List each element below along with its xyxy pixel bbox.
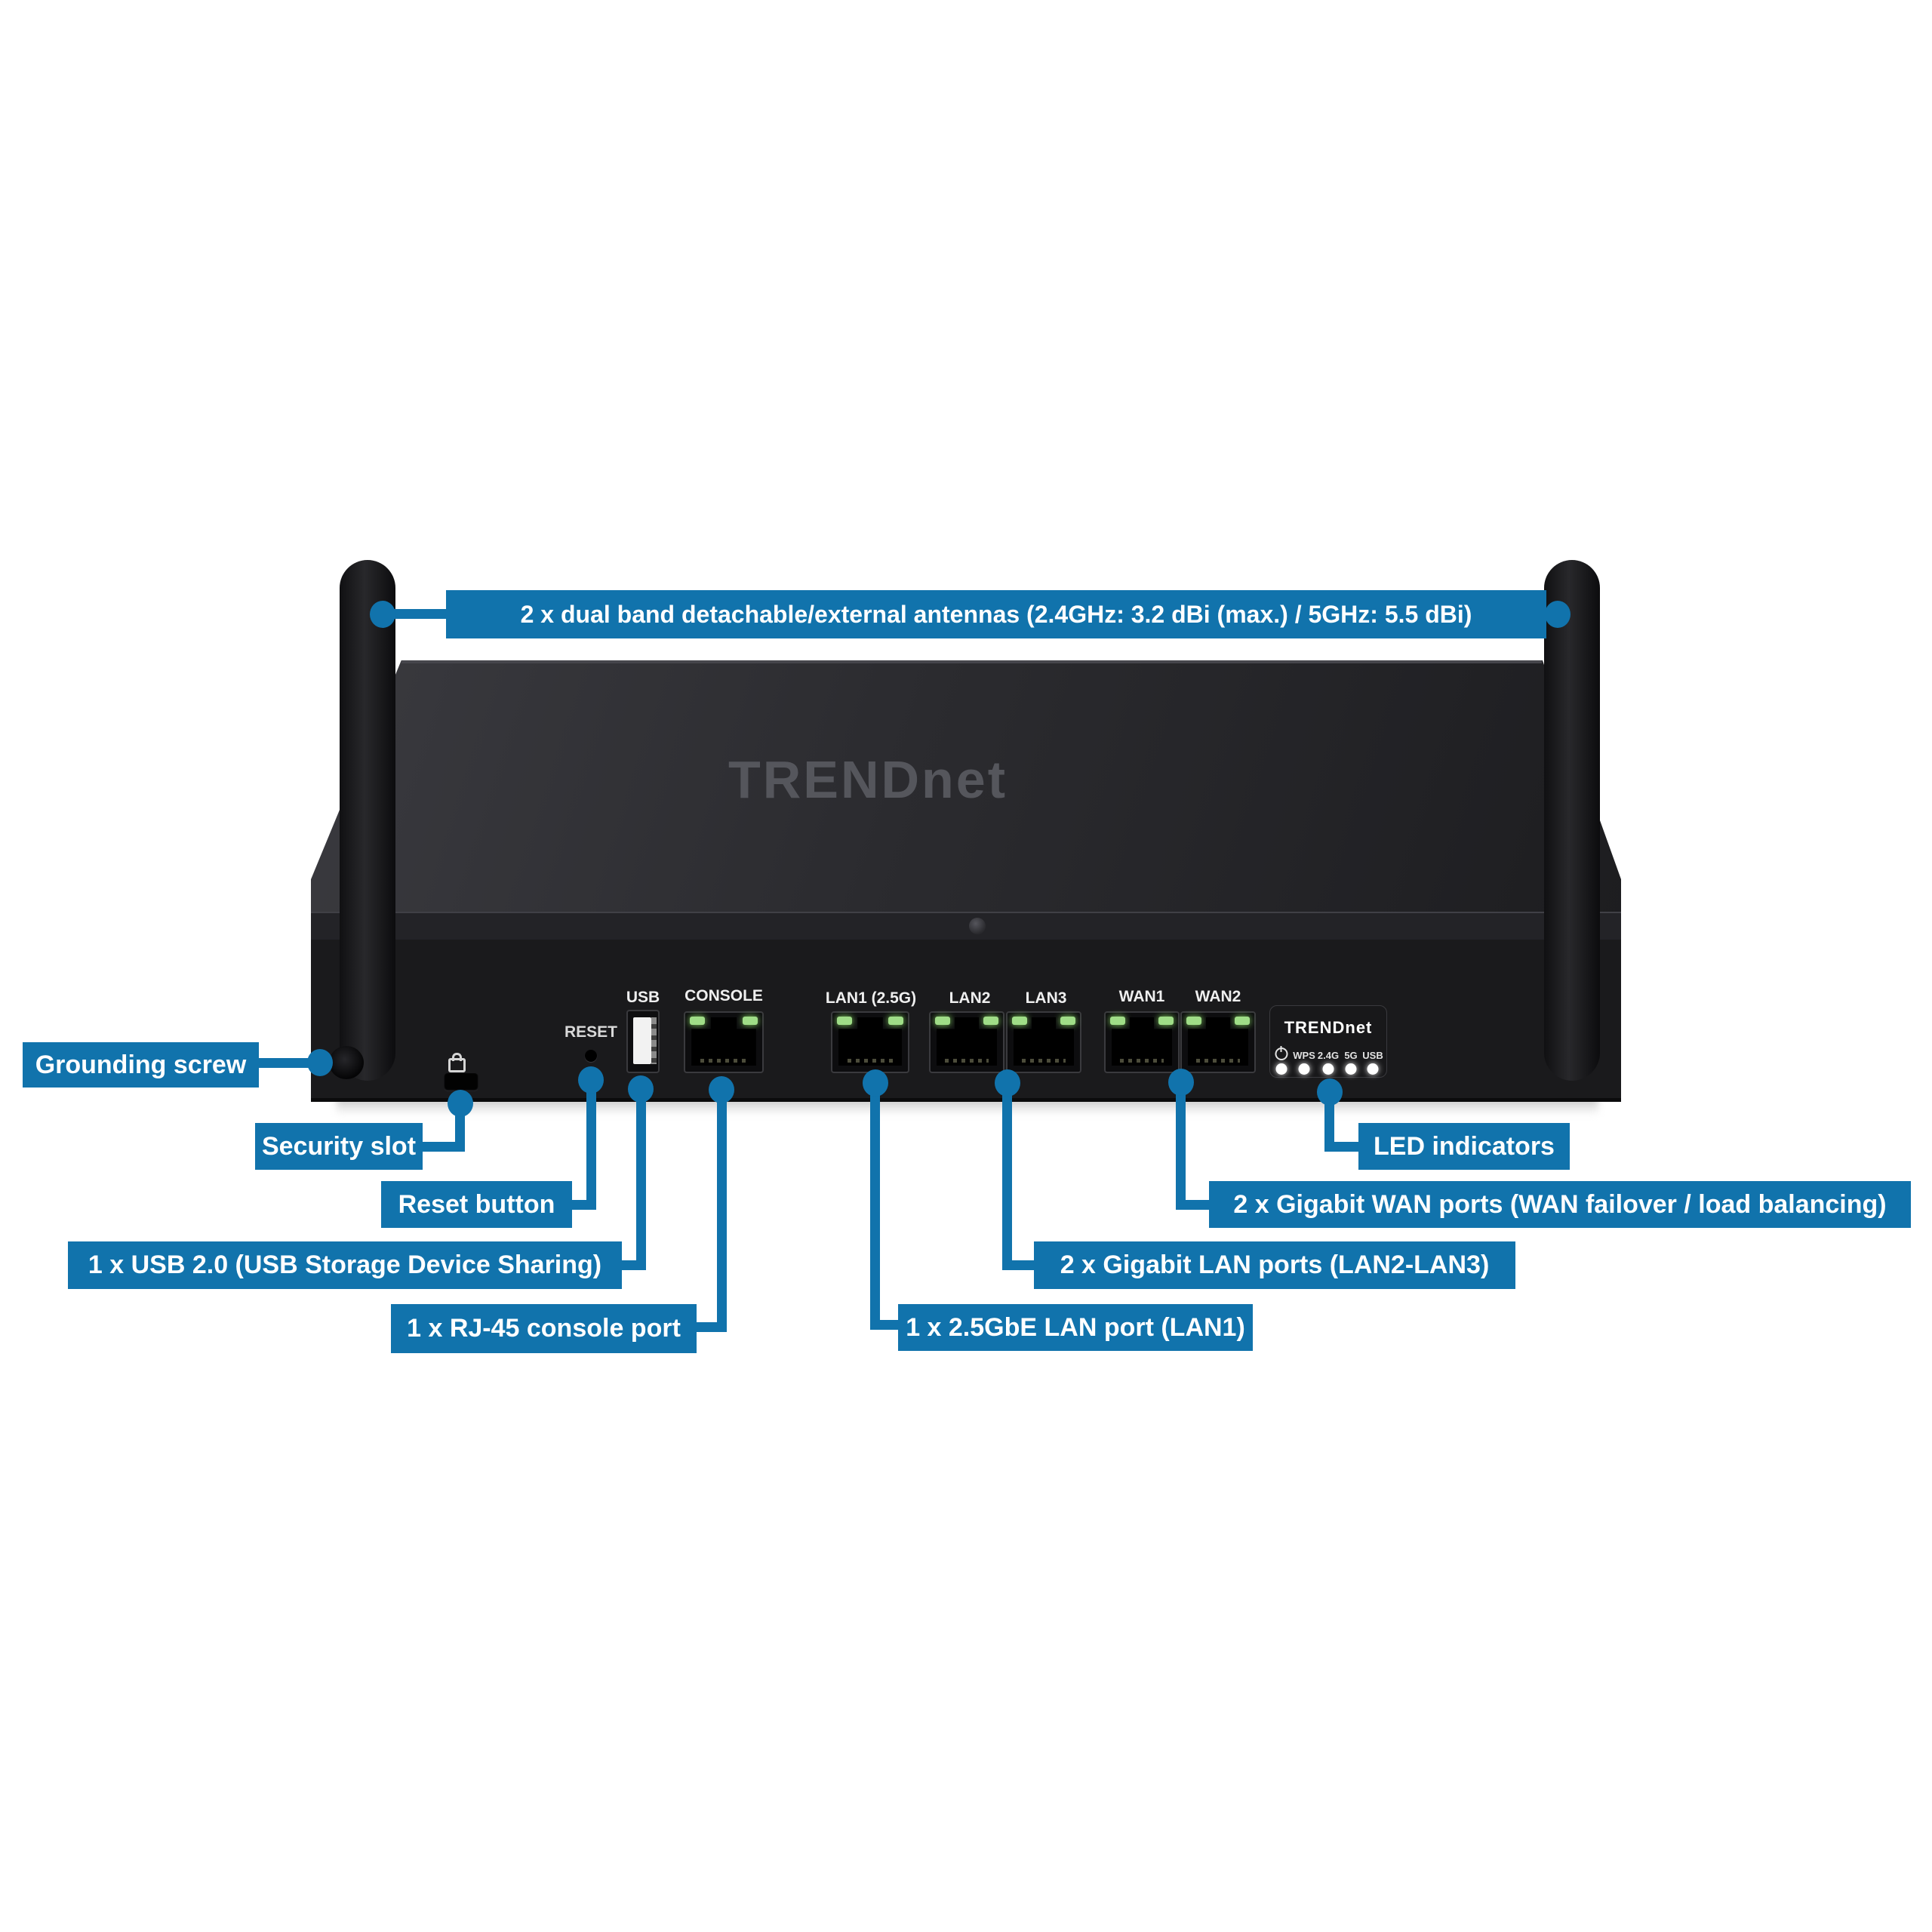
antenna-callout: 2 x dual band detachable/external antenn…	[446, 590, 1546, 638]
router-top-edge	[401, 660, 1542, 663]
callout-led-indicators: LED indicators	[1358, 1123, 1570, 1170]
lan1-label: LAN1 (2.5G)	[825, 989, 917, 1007]
led-stem-h	[1328, 1142, 1358, 1152]
reset-label: RESET	[564, 1023, 618, 1041]
wan-dot	[1168, 1069, 1194, 1096]
link-led-icon	[837, 1017, 852, 1025]
grounding-dot	[307, 1049, 333, 1076]
right-antenna	[1544, 560, 1600, 1081]
brand-logo: TRENDnet	[728, 750, 1008, 809]
console-port	[684, 1011, 764, 1073]
led-label-24g: 2.4G	[1317, 1050, 1340, 1061]
rj45-pins	[848, 1059, 893, 1063]
power-icon	[1275, 1046, 1288, 1060]
act-led-icon	[743, 1017, 758, 1025]
callout-grounding-screw: Grounding screw	[23, 1042, 259, 1088]
security-slot-opening	[444, 1073, 478, 1091]
act-led-icon	[888, 1017, 903, 1025]
wan2-label: WAN2	[1195, 988, 1241, 1005]
rj45-pins	[945, 1059, 989, 1063]
link-led-icon	[935, 1017, 950, 1025]
lan-stem-v	[1002, 1083, 1012, 1270]
usb-stem-v	[636, 1089, 646, 1270]
left-antenna	[340, 560, 395, 1081]
security-stem-h	[423, 1142, 465, 1152]
rj45-pins	[1120, 1059, 1164, 1063]
security-dot	[448, 1090, 473, 1117]
reset-hole	[585, 1050, 597, 1062]
reset-stem-v	[586, 1080, 596, 1210]
console-label: CONSOLE	[685, 987, 763, 1004]
router-top-panel	[311, 660, 1621, 940]
usb-led-icon	[1367, 1063, 1379, 1075]
link-led-icon	[690, 1017, 705, 1025]
link-led-icon	[1110, 1017, 1125, 1025]
rj45-pins	[1196, 1059, 1240, 1063]
lan2-label: LAN2	[949, 989, 991, 1007]
wan-stem-h	[1180, 1200, 1209, 1210]
callout-console: 1 x RJ-45 console port	[391, 1304, 697, 1353]
lan2-port	[929, 1011, 1004, 1073]
lan1-stem-v	[870, 1083, 880, 1330]
router-ledge	[311, 912, 1621, 940]
callout-lan1-port: 1 x 2.5GbE LAN port (LAN1)	[898, 1304, 1253, 1351]
usb-pins	[651, 1017, 657, 1064]
wan1-label: WAN1	[1118, 988, 1165, 1005]
led-label-wps: WPS	[1293, 1050, 1315, 1061]
link-led-icon	[1012, 1017, 1027, 1025]
wan-stem-v	[1176, 1082, 1186, 1210]
lan1-dot	[863, 1069, 888, 1097]
power-led-icon	[1275, 1063, 1287, 1075]
console-stem-v	[717, 1090, 727, 1332]
act-led-icon	[1235, 1017, 1250, 1025]
lan23-dot	[995, 1069, 1020, 1097]
callout-lan-ports: 2 x Gigabit LAN ports (LAN2-LAN3)	[1034, 1241, 1515, 1289]
screw-icon	[969, 918, 986, 934]
reset-stem-h	[572, 1200, 596, 1210]
act-led-icon	[1060, 1017, 1075, 1025]
5g-led-icon	[1345, 1063, 1357, 1075]
wan1-port	[1104, 1011, 1180, 1073]
lan1-port	[831, 1011, 909, 1073]
reset-dot	[578, 1066, 604, 1094]
led-dot	[1317, 1078, 1343, 1106]
rj45-pins	[700, 1059, 747, 1063]
rj45-pins	[1022, 1059, 1066, 1063]
usb-port	[626, 1010, 660, 1073]
antenna-leader-left	[377, 609, 453, 619]
act-led-icon	[1158, 1017, 1174, 1025]
lan3-label: LAN3	[1025, 989, 1067, 1007]
lan1-stem-h	[874, 1320, 898, 1330]
led-label-usb: USB	[1362, 1050, 1383, 1061]
link-led-icon	[1186, 1017, 1201, 1025]
wps-led-icon	[1298, 1063, 1310, 1075]
callout-reset-button: Reset button	[381, 1181, 572, 1228]
antenna-dot-right	[1545, 601, 1571, 628]
grounding-screw-icon	[329, 1046, 364, 1079]
usb-tongue	[633, 1017, 651, 1064]
act-led-icon	[983, 1017, 998, 1025]
lan3-port	[1006, 1011, 1081, 1073]
usb-stem-h	[622, 1260, 646, 1270]
console-dot	[709, 1076, 734, 1103]
led-label-5g: 5G	[1344, 1050, 1358, 1061]
usb-label: USB	[626, 989, 660, 1006]
lock-icon	[448, 1053, 466, 1072]
wan2-port	[1180, 1011, 1256, 1073]
led-panel-logo: TRENDnet	[1284, 1018, 1373, 1037]
lan-stem-h	[1006, 1260, 1034, 1270]
24g-led-icon	[1322, 1063, 1334, 1075]
usb-dot	[628, 1075, 654, 1103]
console-stem-h	[697, 1322, 727, 1332]
callout-security-slot: Security slot	[255, 1123, 423, 1170]
grounding-stem	[259, 1058, 320, 1068]
callout-wan-ports: 2 x Gigabit WAN ports (WAN failover / lo…	[1209, 1181, 1911, 1228]
antenna-dot-left	[370, 601, 395, 628]
led-stem-v	[1324, 1092, 1334, 1152]
callout-usb: 1 x USB 2.0 (USB Storage Device Sharing)	[68, 1241, 622, 1289]
led-panel: TRENDnet WPS 2.4G 5G USB	[1269, 1005, 1387, 1078]
